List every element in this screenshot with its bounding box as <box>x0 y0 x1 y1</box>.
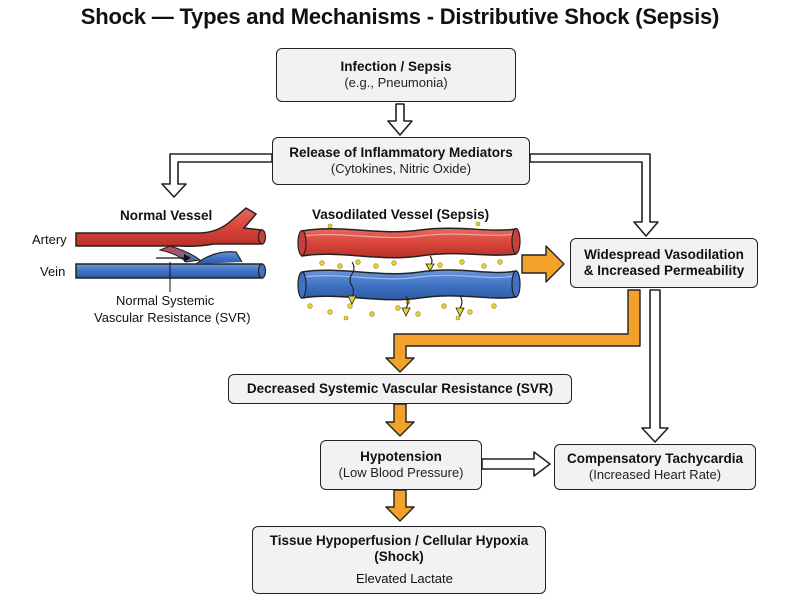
mediators-subtitle: (Cytokines, Nitric Oxide) <box>330 161 472 176</box>
vasodilation-line1: Widespread Vasodilation <box>584 247 744 262</box>
node-hypoperfusion: Tissue Hypoperfusion / Cellular Hypoxia … <box>252 526 546 594</box>
hollow-arrows <box>161 103 669 477</box>
hypotension-title: Hypotension <box>360 449 442 464</box>
arrow-vessel-to-vasodilation <box>521 245 565 283</box>
node-decreased-svr: Decreased Systemic Vascular Resistance (… <box>228 374 572 404</box>
artery-tube <box>75 207 263 247</box>
tachycardia-subtitle: (Increased Heart Rate) <box>588 467 722 482</box>
vasodilated-vessel-illustration <box>297 221 521 321</box>
hypoperfusion-line1: Tissue Hypoperfusion / Cellular Hypoxia <box>269 533 529 548</box>
sepsis-vessel-heading: Vasodilated Vessel (Sepsis) <box>312 207 490 222</box>
arrow-svr-to-hypotension <box>385 403 415 437</box>
node-hypotension: Hypotension (Low Blood Pressure) <box>320 440 482 490</box>
arrow-vasodilation-to-decreased-svr <box>385 289 641 373</box>
arrow-hypotension-to-hypoperfusion <box>385 489 415 522</box>
arrow-infection-to-mediators <box>387 103 413 136</box>
mediators-title: Release of Inflammatory Mediators <box>289 145 513 160</box>
vasodilation-line2: & Increased Permeability <box>583 263 745 278</box>
node-vasodilation: Widespread Vasodilation & Increased Perm… <box>570 238 758 288</box>
arrow-mediators-to-normal-vessel <box>161 153 273 198</box>
orange-arrows <box>385 245 641 522</box>
normal-svr-caption-line2: Vascular Resistance (SVR) <box>94 310 251 325</box>
normal-vessel-illustration <box>75 207 267 292</box>
dilated-vein-tube <box>301 269 517 301</box>
dilated-artery-tube <box>301 227 517 259</box>
hypoperfusion-line2: (Shock) <box>374 549 424 564</box>
arrow-hypotension-to-tachycardia <box>481 451 551 477</box>
page-title: Shock — Types and Mechanisms - Distribut… <box>80 4 720 29</box>
normal-vessel-heading: Normal Vessel <box>120 208 213 223</box>
vein-tube <box>75 263 263 279</box>
fluid-leak-dots <box>307 221 503 321</box>
elevated-lactate-label: Elevated Lactate <box>356 571 453 586</box>
node-tachycardia: Compensatory Tachycardia (Increased Hear… <box>554 444 756 490</box>
arrow-vasodilation-to-tachycardia <box>641 289 669 443</box>
arrow-mediators-to-vasodilation <box>529 153 659 237</box>
infection-title: Infection / Sepsis <box>340 59 452 74</box>
normal-svr-caption-line1: Normal Systemic <box>116 293 215 308</box>
decreased-svr-title: Decreased Systemic Vascular Resistance (… <box>246 381 554 396</box>
artery-label: Artery <box>32 232 67 247</box>
vein-label: Vein <box>40 264 66 279</box>
capillary-connection <box>158 245 202 263</box>
tachycardia-title: Compensatory Tachycardia <box>566 451 744 466</box>
node-infection: Infection / Sepsis (e.g., Pneumonia) <box>276 48 516 102</box>
infection-subtitle: (e.g., Pneumonia) <box>344 75 448 90</box>
node-mediators: Release of Inflammatory Mediators (Cytok… <box>272 137 530 185</box>
hypotension-subtitle: (Low Blood Pressure) <box>338 465 464 480</box>
